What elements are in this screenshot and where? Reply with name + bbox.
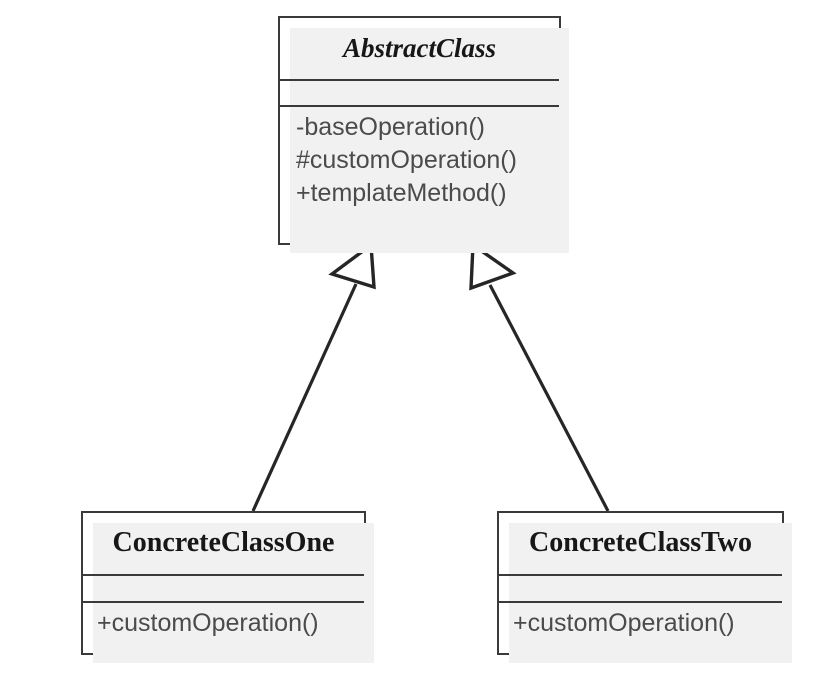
class-name-label: ConcreteClassOne [112,527,335,559]
class-attributes-compartment [83,574,364,601]
class-method-item: -baseOperation() [296,113,485,141]
class-methods-compartment: -baseOperation() #customOperation() +tem… [280,105,559,216]
class-title-compartment: ConcreteClassTwo [499,513,782,574]
class-name-label: AbstractClass [342,32,497,63]
class-method-item: +templateMethod() [296,179,507,207]
generalization-line-two [488,284,610,512]
class-method-item: +customOperation() [513,609,735,637]
class-title-compartment: ConcreteClassOne [83,513,364,574]
class-methods-compartment: +customOperation() [499,601,782,646]
uml-class-abstractclass[interactable]: AbstractClass -baseOperation() #customOp… [278,16,569,253]
generalization-concrete-two [469,241,610,512]
class-method-item: +customOperation() [97,609,319,637]
class-attributes-compartment [280,79,559,105]
generalization-line-one [251,283,358,512]
generalization-concrete-one [251,241,376,512]
uml-class-concreteclasstwo[interactable]: ConcreteClassTwo +customOperation() [497,511,792,663]
class-method-item: #customOperation() [296,146,517,174]
class-attributes-compartment [499,574,782,601]
hollow-triangle-arrowhead-one [328,241,376,290]
hollow-triangle-arrowhead-two [469,241,517,291]
class-methods-compartment: +customOperation() [83,601,364,646]
uml-class-concreteclassone[interactable]: ConcreteClassOne +customOperation() [81,511,374,663]
class-title-compartment: AbstractClass [280,18,559,79]
class-name-label: ConcreteClassTwo [529,527,752,559]
